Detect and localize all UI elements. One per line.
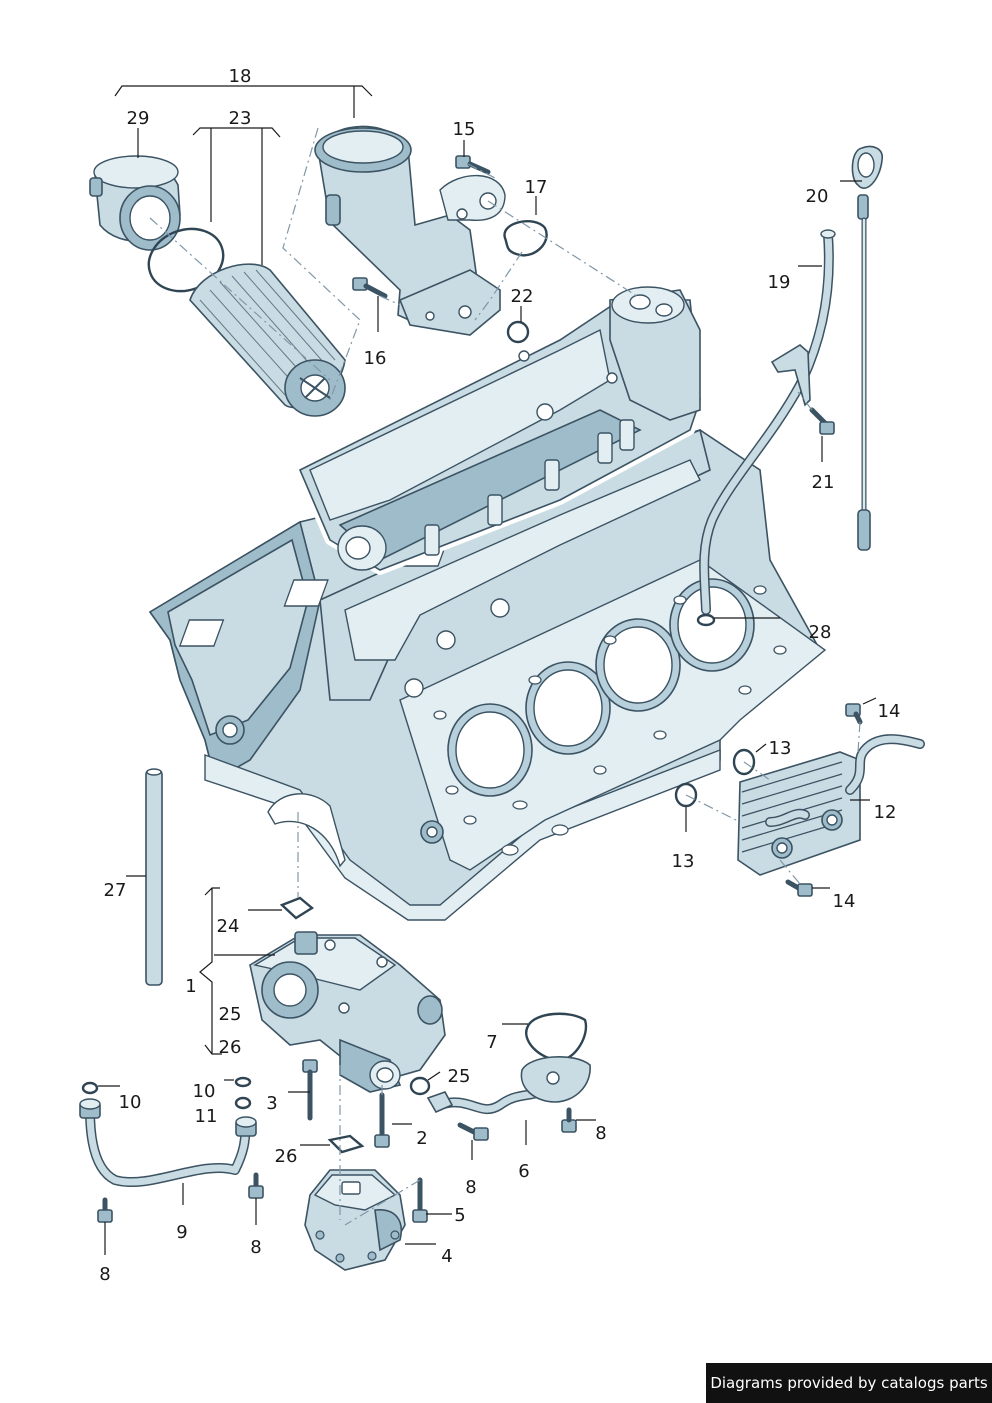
callout-10-right: 10 (193, 1081, 216, 1102)
callout-24: 24 (217, 916, 240, 937)
callout-27: 27 (104, 880, 127, 901)
bolt-5 (412, 1177, 428, 1223)
callout-3: 3 (266, 1093, 277, 1114)
callout-16: 16 (364, 348, 387, 369)
callout-29: 29 (127, 108, 150, 129)
filter-element (189, 263, 346, 417)
callout-14-bottom: 14 (833, 891, 856, 912)
seal-28 (696, 613, 716, 627)
callout-6: 6 (518, 1161, 529, 1182)
dipstick (851, 145, 883, 551)
callout-11: 11 (195, 1106, 218, 1127)
pump-4 (304, 1169, 406, 1271)
callout-28: 28 (809, 622, 832, 643)
oil-cooler (737, 734, 925, 876)
oil-line-9 (79, 1098, 257, 1188)
seal-10-right (234, 1076, 252, 1088)
pickup-pipe (426, 1056, 591, 1115)
bolt-14-top (845, 703, 863, 725)
seal-22 (506, 320, 530, 344)
bolt-15 (455, 155, 491, 175)
oil-pump (249, 931, 446, 1093)
callout-8-pipe-left: 8 (465, 1177, 476, 1198)
callout-9: 9 (176, 1222, 187, 1243)
callout-19: 19 (768, 272, 791, 293)
bolt-8-line-right (248, 1172, 264, 1199)
callout-21: 21 (812, 472, 835, 493)
bolt-16 (352, 277, 388, 299)
seal-13-bottom (674, 782, 698, 808)
bolt-8-line-left (97, 1197, 113, 1223)
seal-17 (503, 220, 548, 257)
callout-2: 2 (416, 1128, 427, 1149)
callout-8-line-right: 8 (250, 1237, 261, 1258)
callout-18: 18 (229, 66, 252, 87)
callout-14-top: 14 (878, 701, 901, 722)
seal-13-top (732, 748, 756, 776)
callout-17: 17 (525, 177, 548, 198)
seal-11 (234, 1096, 252, 1110)
bolt-21 (809, 407, 835, 435)
callout-4: 4 (441, 1246, 452, 1267)
bolt-2 (374, 1092, 390, 1148)
bolt-14-bottom (785, 879, 813, 897)
assembly-lines (149, 127, 861, 1226)
callout-10-left: 10 (119, 1092, 142, 1113)
callout-25-lower: 25 (448, 1066, 471, 1087)
callout-13-top: 13 (769, 738, 792, 759)
bolt-8-pipe-left (457, 1122, 489, 1141)
gasket-24 (279, 896, 315, 920)
callout-labels: 18 29 23 15 17 22 16 20 19 21 28 14 13 1… (99, 66, 900, 1285)
gasket-26 (327, 1134, 365, 1154)
callout-15: 15 (453, 119, 476, 140)
callout-26-upper: 26 (219, 1037, 242, 1058)
callout-22: 22 (511, 286, 534, 307)
engine-block (148, 286, 827, 921)
callout-25-upper: 25 (219, 1004, 242, 1025)
callout-13-bottom: 13 (672, 851, 695, 872)
callout-5: 5 (454, 1205, 465, 1226)
seal-10-left (81, 1081, 99, 1095)
bolt-8-pipe-right (561, 1107, 577, 1133)
seal-25-lower (409, 1076, 431, 1096)
gasket-7 (525, 1012, 588, 1062)
callout-8-pipe-right: 8 (595, 1123, 606, 1144)
callout-7: 7 (486, 1032, 497, 1053)
leader-lines (98, 85, 877, 1255)
callout-8-line-left: 8 (99, 1264, 110, 1285)
bolt-3 (302, 1059, 318, 1121)
tube-27 (145, 768, 163, 986)
callout-23: 23 (229, 108, 252, 129)
oil-filter-housing (314, 125, 506, 336)
credit-banner: Diagrams provided by catalogs parts (706, 1363, 992, 1403)
callout-20: 20 (806, 186, 829, 207)
dipstick-guide-tube (699, 229, 836, 615)
callout-26-lower: 26 (275, 1146, 298, 1167)
callout-1: 1 (185, 976, 196, 997)
callout-12: 12 (874, 802, 897, 823)
